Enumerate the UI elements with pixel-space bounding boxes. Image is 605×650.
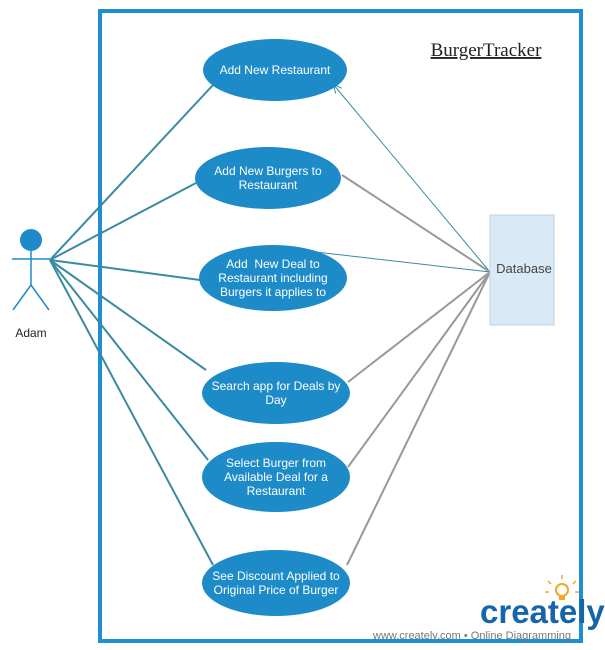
use-case-ellipse: [202, 442, 350, 512]
actor-label: Adam: [15, 326, 46, 340]
use-case-label-line: Restaurant: [239, 178, 298, 192]
use-case-label-line: Select Burger from: [226, 456, 326, 470]
use-case-ellipse: [199, 245, 347, 311]
use-case-label-line: See Discount Applied to: [212, 569, 340, 583]
creately-logo[interactable]: creately: [480, 575, 605, 630]
lightbulb-icon: [545, 575, 579, 600]
use-case-label-line: Restaurant: [247, 484, 306, 498]
database-association-line: [347, 271, 491, 468]
actor-association-line: [49, 259, 209, 461]
use-case-label-line: Restaurant including: [218, 271, 327, 285]
creately-wordmark: creately: [480, 593, 605, 630]
database-association-line: [347, 271, 491, 383]
actor-figure[interactable]: [12, 229, 50, 311]
use-case-label-line: Add New Restaurant: [220, 63, 331, 77]
database-label: Database: [496, 261, 552, 276]
actor-left-leg: [12, 284, 32, 311]
use-case-ellipse: [202, 362, 350, 424]
database-box[interactable]: [489, 214, 555, 326]
actor-head: [20, 229, 42, 251]
actor-association-line: [49, 259, 214, 566]
actor-association-line: [49, 259, 201, 281]
use-case-ellipse: [202, 550, 350, 616]
database-association-line: [315, 251, 491, 273]
use-case-label-line: Add New Deal to: [226, 257, 320, 271]
actor-association-line: [49, 259, 207, 371]
actor-right-leg: [30, 284, 50, 311]
use-case-label-line: Original Price of Burger: [214, 583, 339, 597]
use-case-label-line: Available Deal for a: [224, 470, 328, 484]
database-association-line: [346, 271, 491, 566]
use-case-ellipse: [195, 147, 341, 209]
use-case-label-line: Day: [265, 393, 286, 407]
footer-text: www.creately.com • Online Diagramming: [372, 630, 571, 642]
use-case-ellipse: [203, 39, 347, 101]
database-association-line: [341, 174, 491, 273]
database-association-line: [332, 83, 491, 273]
actor-association-line: [49, 84, 214, 261]
use-case-label-line: Burgers it applies to: [220, 285, 326, 299]
use-case-label-line: Search app for Deals by: [212, 379, 341, 393]
actor-association-line: [49, 182, 197, 261]
use-case-1[interactable]: Add New Restaurant: [203, 39, 347, 101]
system-boundary: [98, 9, 583, 643]
use-case-label-line: Add New Burgers to: [214, 164, 322, 178]
diagram-title: BurgerTracker: [431, 40, 542, 61]
